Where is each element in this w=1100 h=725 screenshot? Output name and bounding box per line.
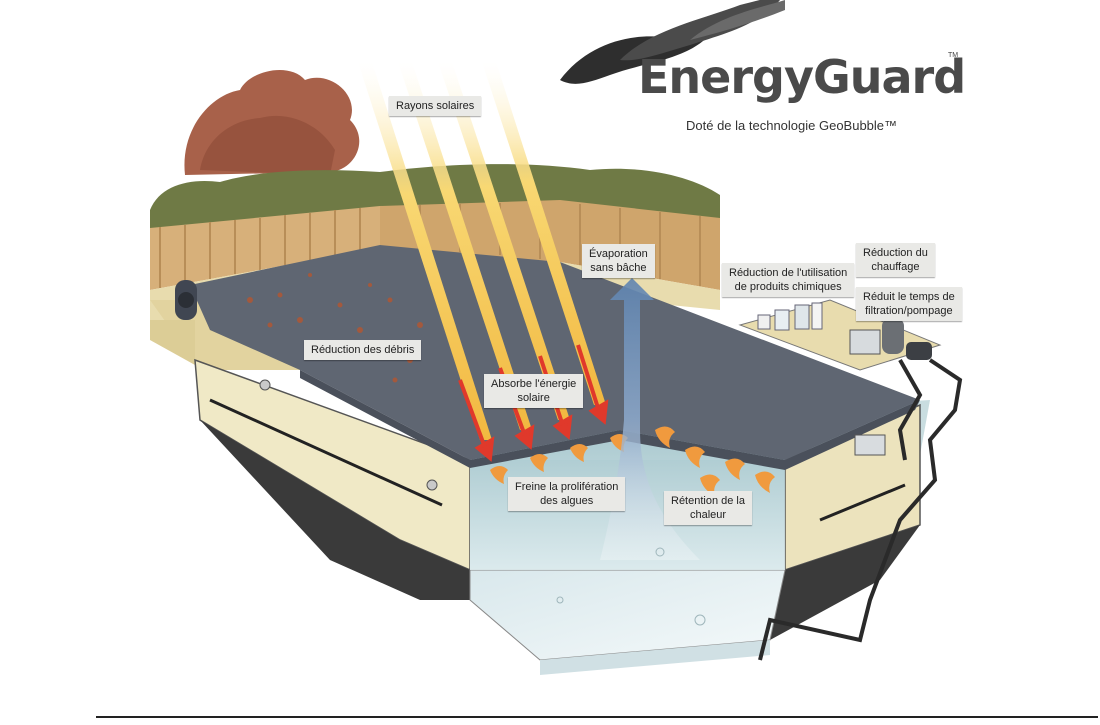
label-reduction-debris: Réduction des débris [304, 340, 422, 360]
label-filtration: Réduit le temps de filtration/pompage [856, 287, 962, 321]
tree-icon [184, 69, 360, 175]
label-freine-algues: Freine la prolifération des algues [508, 477, 626, 511]
brand-tagline: Doté de la technologie GeoBubble™ [686, 118, 898, 133]
label-absorbe-energie: Absorbe l'énergie solaire [484, 374, 584, 408]
bottom-rule [96, 716, 1098, 718]
pool-equipment [738, 299, 963, 661]
water-bubbles [556, 547, 706, 626]
pool-cover [190, 245, 920, 470]
brand-logo-text: EnergyGuard [638, 50, 966, 104]
trademark-mark: TM [948, 52, 959, 59]
label-reduction-chauffage: Réduction du chauffage [856, 243, 935, 277]
logo-swirl-icon [560, 0, 785, 84]
heat-retention-arrows [490, 426, 775, 496]
label-rayons-solaires: Rayons solaires [389, 96, 482, 116]
side-pipes [209, 379, 443, 507]
sun-rays [358, 62, 606, 440]
label-reduction-chimiques: Réduction de l'utilisation de produits c… [722, 263, 855, 297]
label-evaporation: Évaporation sans bâche [582, 244, 655, 278]
cover-reel-icon [175, 280, 197, 320]
label-retention-chaleur: Rétention de la chaleur [664, 491, 752, 525]
leaf-debris [247, 273, 457, 383]
